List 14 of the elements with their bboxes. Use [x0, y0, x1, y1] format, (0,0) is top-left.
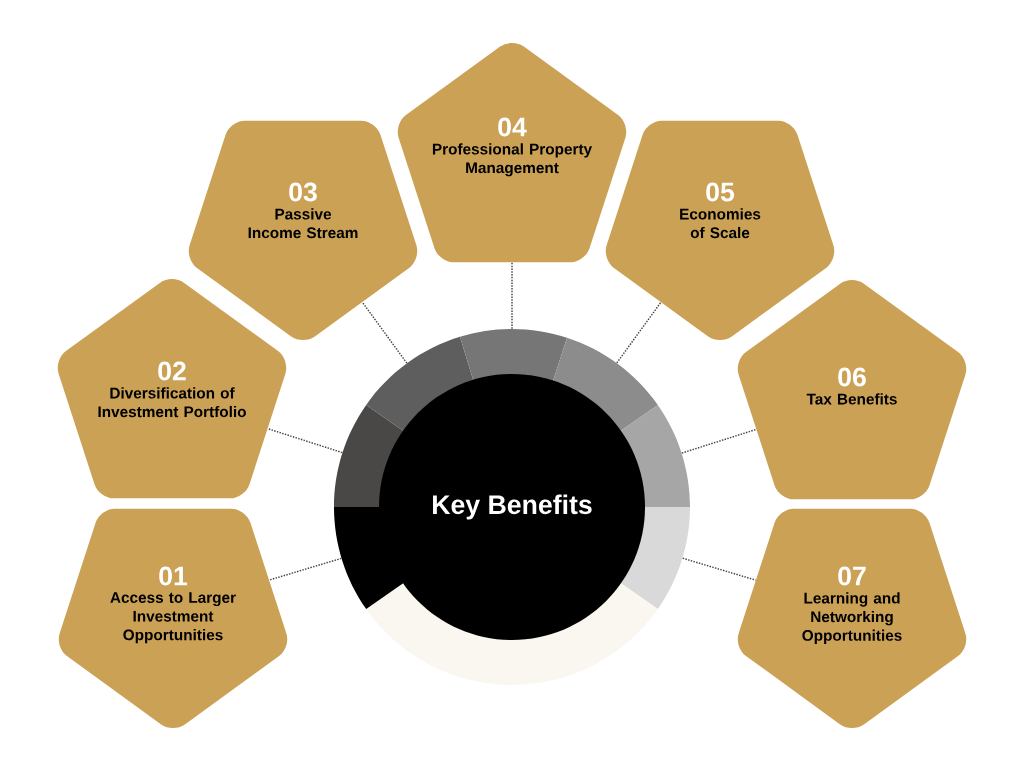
- pentagon-card: 06 Tax Benefits: [737, 280, 967, 500]
- dotted-connector: [511, 261, 513, 330]
- dotted-connector: [267, 427, 343, 454]
- dotted-connector: [682, 557, 757, 581]
- dotted-connector: [268, 557, 343, 581]
- pentagon-card: 04 Professional Property Management: [397, 43, 627, 263]
- dotted-connector: [616, 301, 662, 364]
- pentagon-card: 02 Diversification of Investment Portfolio: [57, 279, 287, 499]
- pentagon-card: 07 Learning and Networking Opportunities: [737, 508, 967, 728]
- dotted-connector: [361, 301, 408, 364]
- dotted-connector: [681, 428, 757, 454]
- pentagon-card: 03 Passive Income Stream: [188, 120, 418, 340]
- pentagon-card: 01 Access to Larger Investment Opportunities: [58, 508, 288, 728]
- pentagon-card: 05 Economies of Scale: [605, 120, 835, 340]
